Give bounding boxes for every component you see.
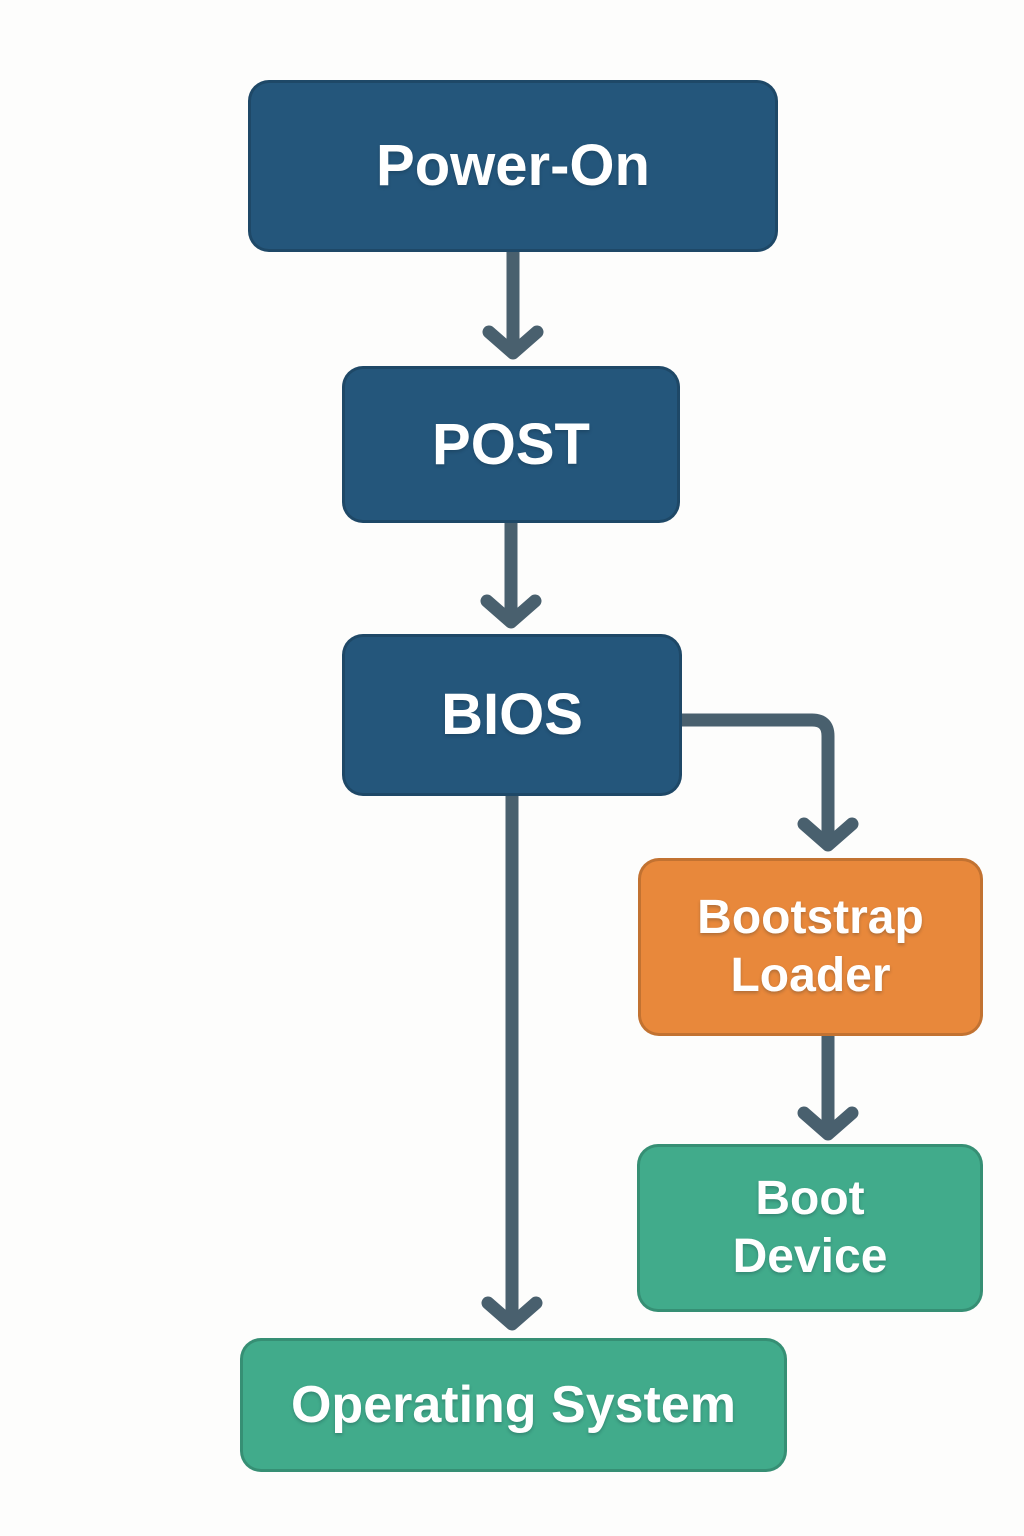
node-power-on: Power-On <box>248 80 778 252</box>
node-post: POST <box>342 366 680 523</box>
node-operating-system: Operating System <box>240 1338 787 1472</box>
arrow-bios-to-operating-system <box>481 789 543 1331</box>
node-operating-system-label: Operating System <box>290 1375 737 1434</box>
arrow-post-to-bios <box>480 516 542 629</box>
arrow-bios-to-bootstrap-loader <box>675 713 859 852</box>
node-bios: BIOS <box>342 634 682 796</box>
node-post-label: POST <box>432 411 590 477</box>
arrow-bootstrap-loader-to-boot-device <box>797 1029 859 1141</box>
arrow-power-on-to-post <box>482 245 544 360</box>
node-bios-label: BIOS <box>441 682 583 748</box>
node-power-on-label: Power-On <box>376 133 650 199</box>
node-boot-device-label: Boot Device <box>732 1172 888 1283</box>
node-boot-device: Boot Device <box>637 1144 983 1312</box>
node-bootstrap-loader: Bootstrap Loader <box>638 858 983 1036</box>
node-bootstrap-loader-label: Bootstrap Loader <box>697 891 924 1002</box>
